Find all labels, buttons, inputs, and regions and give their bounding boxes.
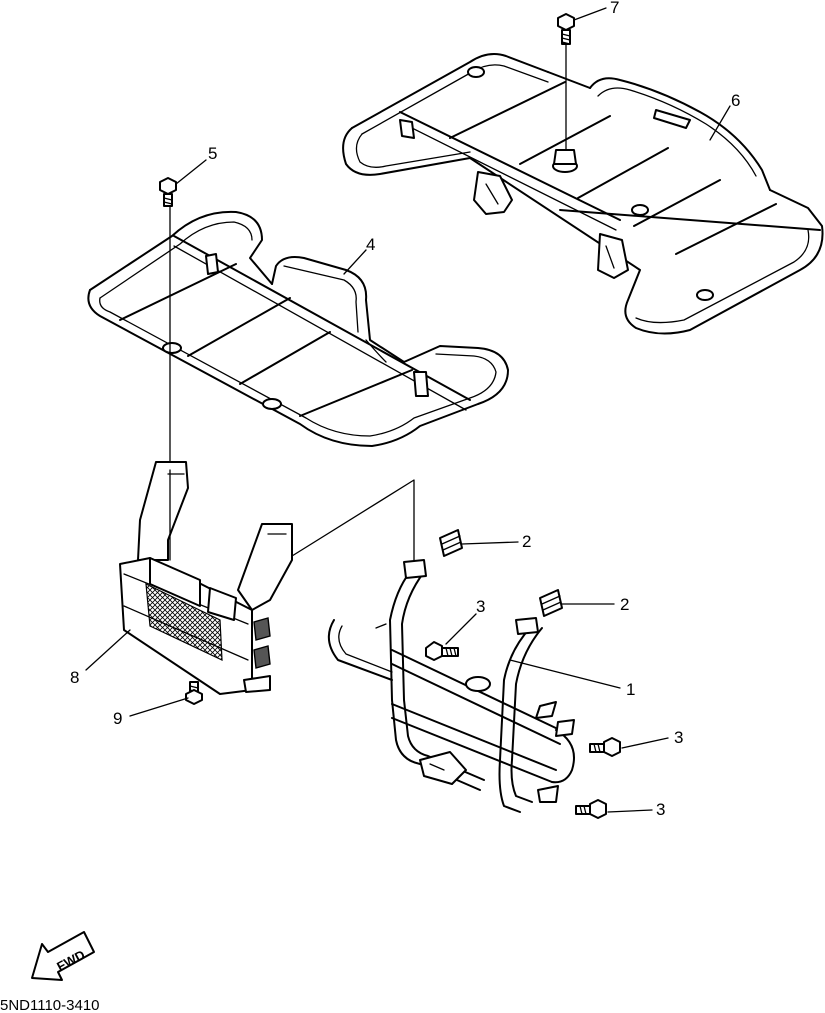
- callout-9: 9: [113, 709, 122, 728]
- callout-1: 1: [626, 680, 635, 699]
- callout-6: 6: [731, 91, 740, 110]
- drawing-code: 5ND1110-3410: [0, 997, 100, 1013]
- leader-lines: [85, 7, 731, 813]
- callout-3c: 3: [656, 800, 665, 819]
- callout-3a: 3: [476, 597, 485, 616]
- callout-4: 4: [366, 235, 375, 254]
- front-guard-part-8[interactable]: [119, 461, 293, 695]
- bolt-part-5[interactable]: [159, 177, 177, 207]
- fwd-arrow-icon: FWD: [31, 931, 95, 981]
- bolt-part-3c[interactable]: [575, 799, 607, 819]
- callout-5: 5: [208, 144, 217, 163]
- bolt-part-7[interactable]: [557, 13, 575, 151]
- callout-2b: 2: [620, 595, 629, 614]
- callout-3b: 3: [674, 728, 683, 747]
- callout-7: 7: [610, 0, 619, 17]
- callout-8: 8: [70, 668, 79, 687]
- front-carrier-part-4[interactable]: [87, 210, 509, 447]
- front-bumper-part-1[interactable]: [327, 559, 575, 813]
- bolt-part-3a[interactable]: [425, 641, 459, 661]
- bolt-part-9[interactable]: [185, 681, 203, 705]
- callout-2a: 2: [522, 532, 531, 551]
- grommet-part-2a[interactable]: [439, 529, 463, 557]
- rear-carrier-part-6[interactable]: [342, 53, 824, 335]
- grommet-part-2b[interactable]: [539, 589, 563, 617]
- bolt-part-3b[interactable]: [589, 737, 621, 757]
- assembly-line-part-8-to-1: [291, 479, 415, 563]
